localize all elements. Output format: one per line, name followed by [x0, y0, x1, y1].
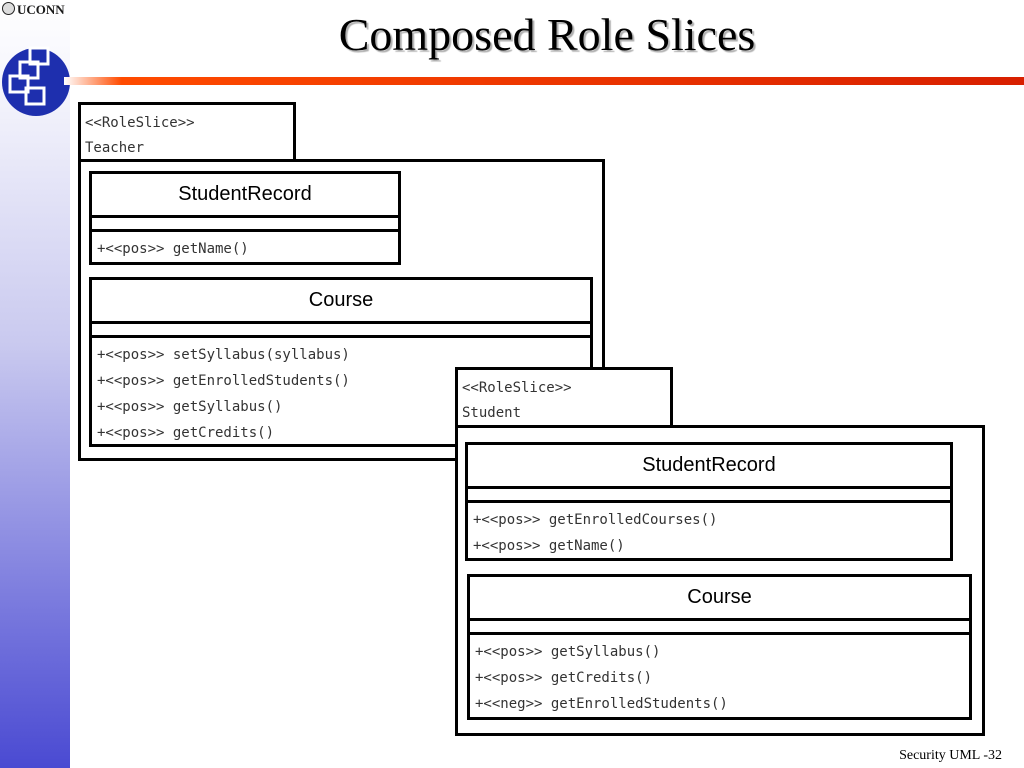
- operation: +<<neg>> getEnrolledStudents(): [475, 696, 728, 712]
- university-logo: UCONN: [2, 2, 65, 18]
- operation: +<<pos>> getCredits(): [97, 425, 275, 441]
- teacher-role-tab: <<RoleSlice>> Teacher: [78, 102, 296, 162]
- operation: +<<pos>> getEnrolledCourses(): [473, 512, 718, 528]
- teacher-studentrecord-class: StudentRecord +<<pos>> getName(): [89, 171, 401, 265]
- class-operations: +<<pos>> getEnrolledCourses() +<<pos>> g…: [468, 503, 950, 559]
- university-name: UCONN: [17, 2, 65, 17]
- student-role-tab: <<RoleSlice>> Student: [455, 367, 673, 429]
- class-operations: +<<pos>> setSyllabus(syllabus) +<<pos>> …: [92, 338, 590, 446]
- class-attributes: [470, 621, 969, 635]
- teacher-stereotype: <<RoleSlice>>: [85, 115, 195, 131]
- class-name: StudentRecord: [468, 445, 950, 489]
- operation: +<<pos>> getSyllabus(): [475, 644, 661, 660]
- seal-icon: [2, 2, 15, 15]
- operation: +<<pos>> getCredits(): [475, 670, 653, 686]
- student-course-class: Course +<<pos>> getSyllabus() +<<pos>> g…: [467, 574, 972, 720]
- operation: +<<pos>> getName(): [97, 241, 249, 257]
- slide-title: Composed Role Slices: [338, 9, 756, 60]
- operation: +<<pos>> getEnrolledStudents(): [97, 373, 350, 389]
- class-operations: +<<pos>> getName(): [92, 232, 398, 262]
- sidebar: [0, 0, 70, 768]
- class-attributes: [468, 489, 950, 503]
- student-name: Student: [462, 405, 522, 421]
- class-attributes: [92, 324, 590, 338]
- slide-footer: Security UML -32: [899, 748, 1002, 763]
- class-name: Course: [92, 280, 590, 324]
- class-name: StudentRecord: [92, 174, 398, 218]
- operation: +<<pos>> getSyllabus(): [97, 399, 283, 415]
- teacher-name: Teacher: [85, 140, 145, 156]
- class-operations: +<<pos>> getSyllabus() +<<pos>> getCredi…: [470, 635, 969, 717]
- operation: +<<pos>> getName(): [473, 538, 625, 554]
- title-divider: [64, 77, 1024, 85]
- department-logo-icon: [2, 46, 70, 116]
- class-name: Course: [470, 577, 969, 621]
- student-stereotype: <<RoleSlice>>: [462, 380, 572, 396]
- operation: +<<pos>> setSyllabus(syllabus): [97, 347, 350, 363]
- student-studentrecord-class: StudentRecord +<<pos>> getEnrolledCourse…: [465, 442, 953, 561]
- class-attributes: [92, 218, 398, 232]
